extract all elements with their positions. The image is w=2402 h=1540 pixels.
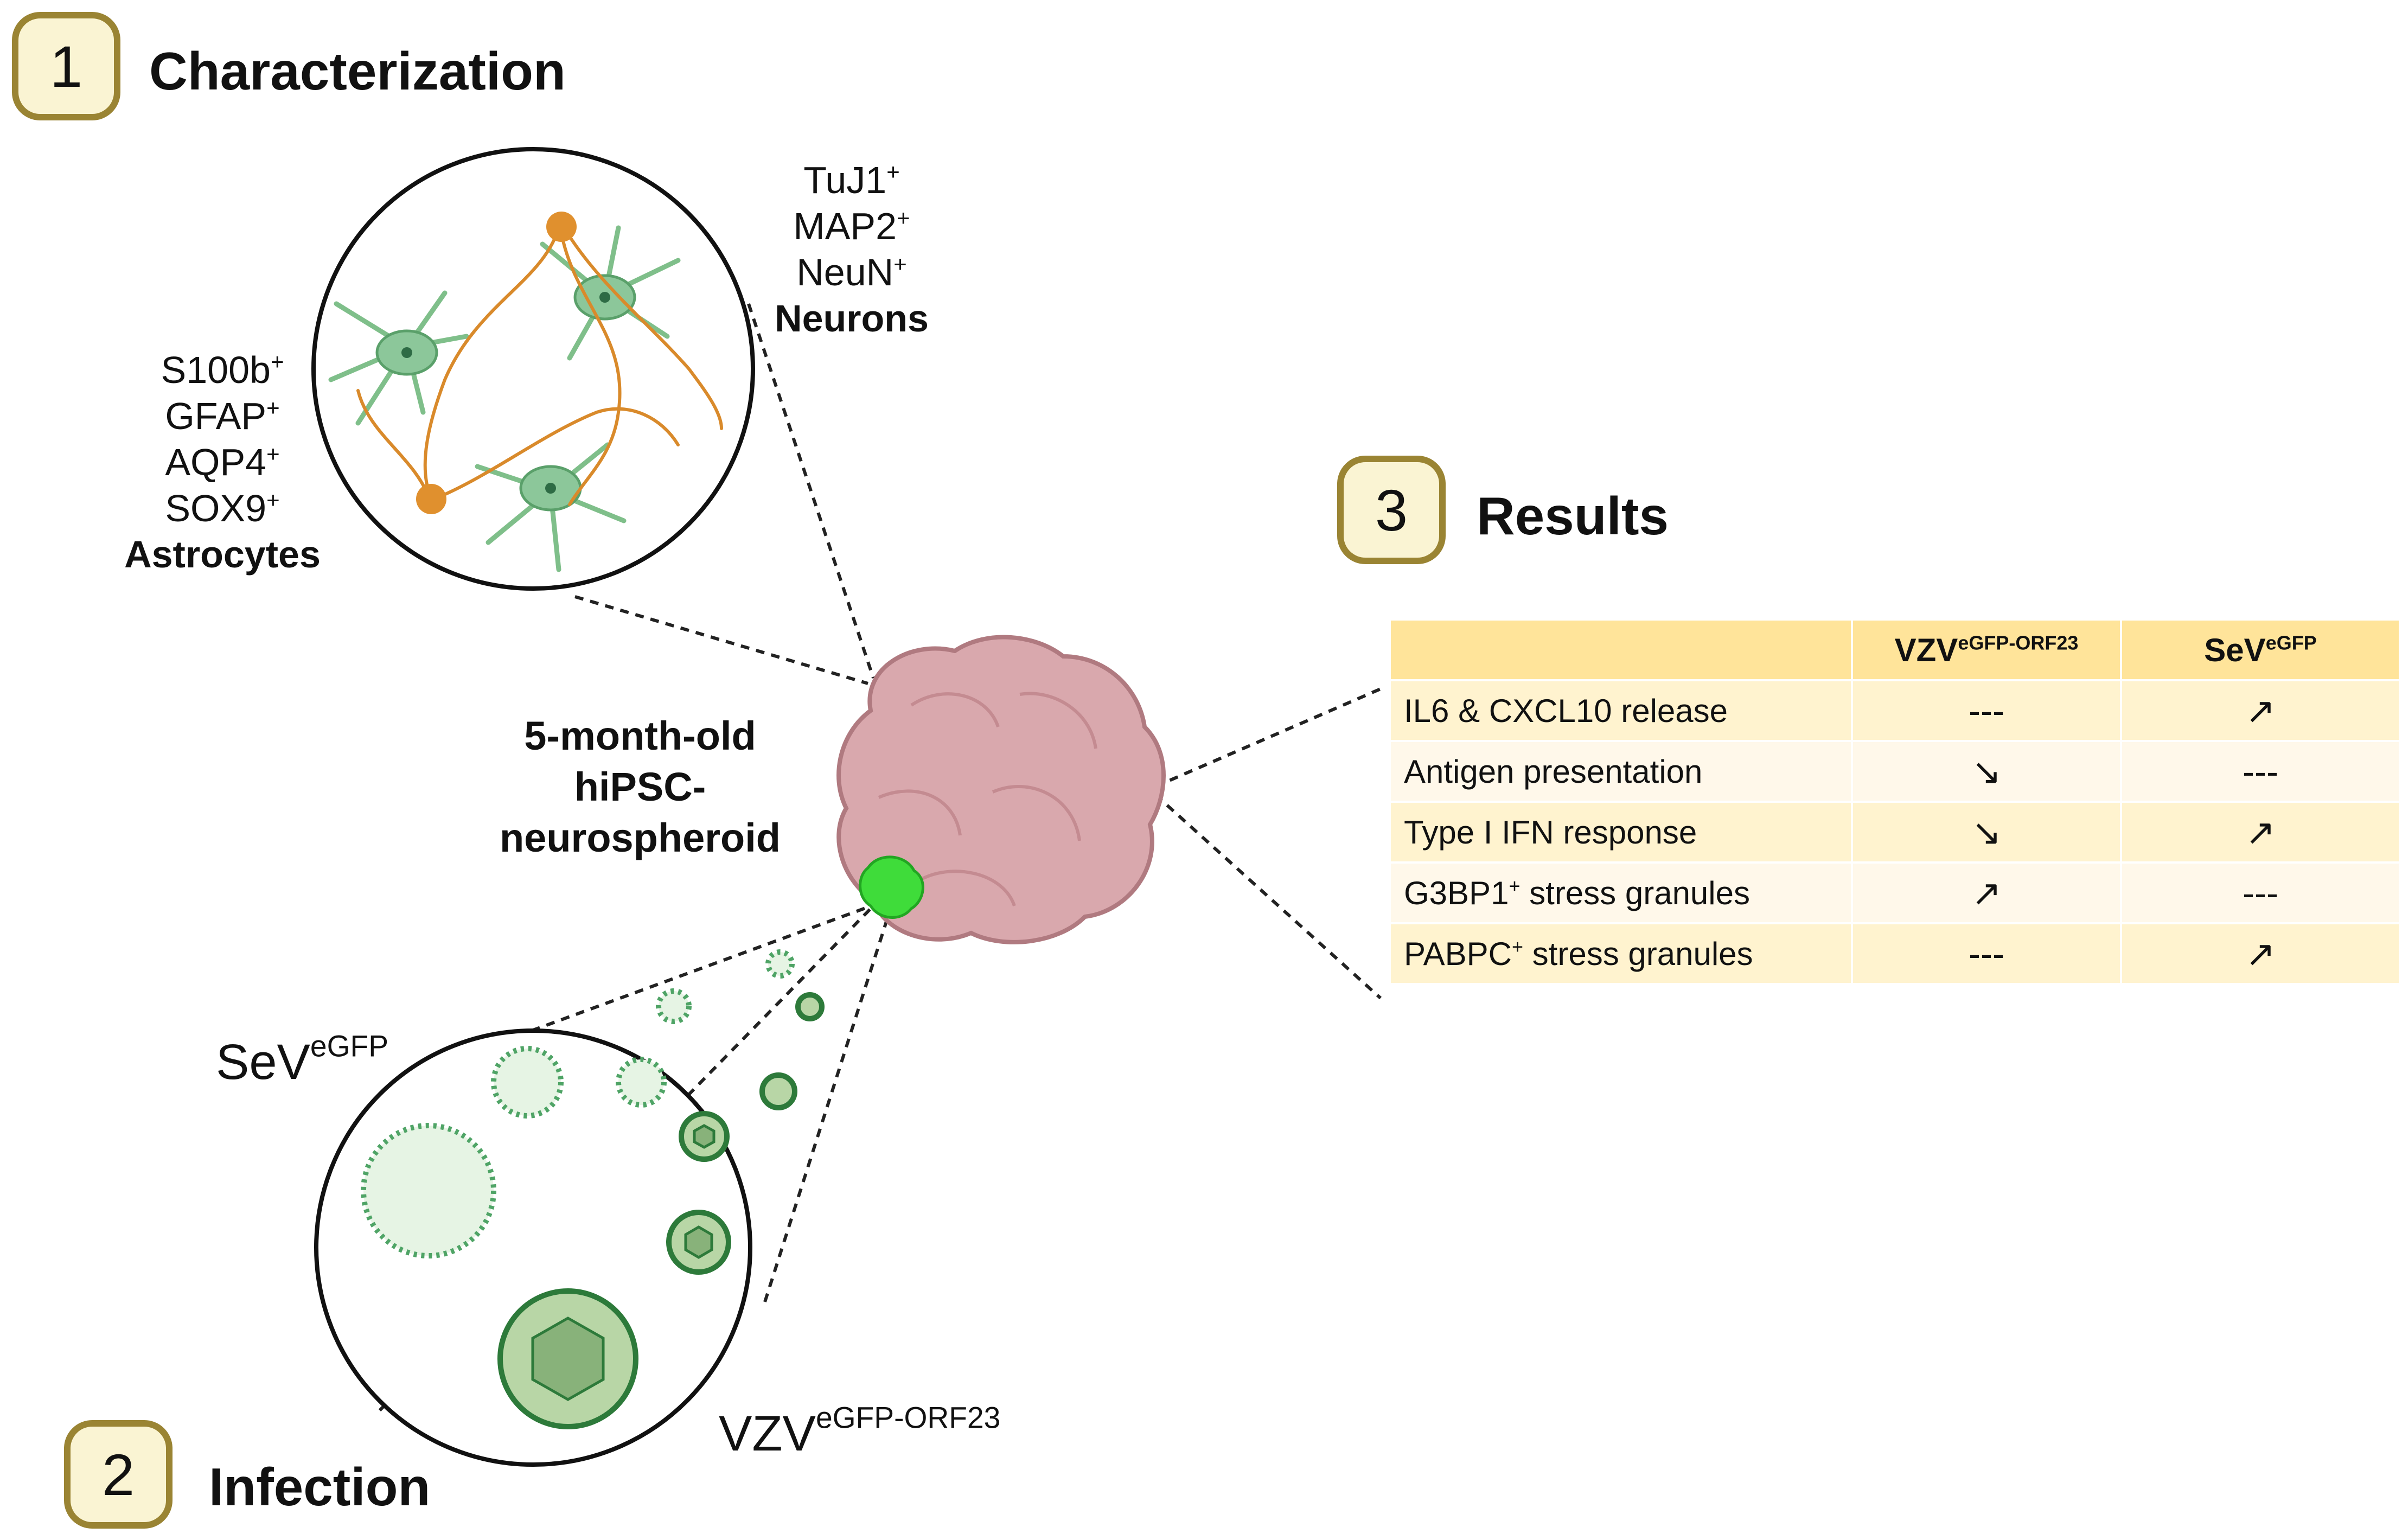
marker-s100b: S100b+ bbox=[161, 348, 284, 391]
table-header-row: VZVeGFP-ORF23 SeVeGFP bbox=[1391, 621, 2399, 679]
step-title-1: Characterization bbox=[149, 41, 566, 101]
virus-label-vzv: VZVeGFP-ORF23 bbox=[719, 1401, 1001, 1461]
marker-aqp4: AQP4+ bbox=[165, 440, 280, 483]
neuron-nuclei bbox=[401, 292, 610, 494]
row-label: G3BP1+ stress granules bbox=[1391, 864, 1851, 922]
vzv-virion bbox=[759, 1072, 797, 1110]
row-label: PABPC+ stress granules bbox=[1391, 924, 1851, 983]
step-number-2: 2 bbox=[101, 1441, 135, 1507]
marker-gfap: GFAP+ bbox=[165, 394, 280, 437]
neuron-markers: TuJ1+ MAP2+ NeuN+ Neurons bbox=[721, 157, 982, 342]
cell-circle bbox=[311, 147, 755, 591]
table-row: PABPC+ stress granules --- ↗ bbox=[1391, 924, 2399, 983]
results-table: VZVeGFP-ORF23 SeVeGFP IL6 & CXCL10 relea… bbox=[1389, 618, 2401, 985]
astrocyte-markers: S100b+ GFAP+ AQP4+ SOX9+ Astrocytes bbox=[92, 347, 353, 578]
table-row: IL6 & CXCL10 release --- ↗ bbox=[1391, 681, 2399, 740]
vzv-value: --- bbox=[1853, 681, 2120, 740]
table-header-vzv: VZVeGFP-ORF23 bbox=[1853, 621, 2120, 679]
sev-virion bbox=[616, 1057, 667, 1108]
spheroid-label: 5-month-old hiPSC- neurospheroid bbox=[499, 713, 781, 860]
vzv-value: --- bbox=[1853, 924, 2120, 983]
table-header-empty bbox=[1391, 621, 1851, 679]
astrocytes-label: Astrocytes bbox=[124, 533, 321, 576]
neurospheroid bbox=[836, 635, 1166, 944]
step-number-3: 3 bbox=[1375, 477, 1408, 543]
sev-virion bbox=[656, 988, 692, 1024]
connector-line bbox=[574, 595, 868, 685]
marker-map2: MAP2+ bbox=[793, 205, 910, 247]
astrocyte-processes bbox=[356, 226, 723, 506]
vzv-value: ↘ bbox=[1853, 742, 2120, 801]
vzv-virion bbox=[795, 992, 825, 1021]
infection-spot bbox=[859, 855, 924, 919]
table-header-sev: SeVeGFP bbox=[2122, 621, 2399, 679]
connector-line bbox=[531, 902, 880, 1032]
table-row: Type I IFN response ↘ ↗ bbox=[1391, 803, 2399, 861]
sev-virion bbox=[765, 949, 795, 979]
connector-line bbox=[763, 911, 891, 1302]
vzv-value: ↘ bbox=[1853, 803, 2120, 861]
sev-virions bbox=[361, 949, 795, 1258]
sev-virion bbox=[361, 1123, 496, 1258]
table-row: Antigen presentation ↘ --- bbox=[1391, 742, 2399, 801]
neurons-label: Neurons bbox=[775, 297, 929, 340]
table-row: G3BP1+ stress granules ↗ --- bbox=[1391, 864, 2399, 922]
row-label: Antigen presentation bbox=[1391, 742, 1851, 801]
row-label: Type I IFN response bbox=[1391, 803, 1851, 861]
step-title-2: Infection bbox=[209, 1457, 431, 1517]
sev-value: ↗ bbox=[2122, 924, 2399, 983]
step-badge-2: 2 bbox=[64, 1420, 173, 1529]
step-number-1: 1 bbox=[49, 33, 83, 99]
vzv-value: ↗ bbox=[1853, 864, 2120, 922]
sev-value: ↗ bbox=[2122, 681, 2399, 740]
marker-tuj1: TuJ1+ bbox=[803, 158, 900, 201]
astrocyte-body bbox=[546, 212, 577, 242]
sev-value: ↗ bbox=[2122, 803, 2399, 861]
connector-line bbox=[1154, 793, 1382, 1000]
connector-line bbox=[1154, 687, 1382, 788]
vzv-capsids bbox=[531, 1124, 716, 1401]
marker-sox9: SOX9+ bbox=[165, 487, 280, 529]
connector-line bbox=[747, 303, 875, 679]
sev-virion bbox=[491, 1046, 564, 1119]
virus-label-sev: SeVeGFP bbox=[216, 1029, 389, 1090]
astrocyte-body bbox=[416, 484, 446, 514]
marker-neun: NeuN+ bbox=[796, 251, 907, 293]
sev-value: --- bbox=[2122, 864, 2399, 922]
astrocyte-bodies bbox=[416, 212, 577, 514]
sev-value: --- bbox=[2122, 742, 2399, 801]
row-label: IL6 & CXCL10 release bbox=[1391, 681, 1851, 740]
step-title-3: Results bbox=[1477, 486, 1669, 546]
step-badge-1: 1 bbox=[12, 12, 120, 120]
step-badge-3: 3 bbox=[1337, 456, 1446, 564]
